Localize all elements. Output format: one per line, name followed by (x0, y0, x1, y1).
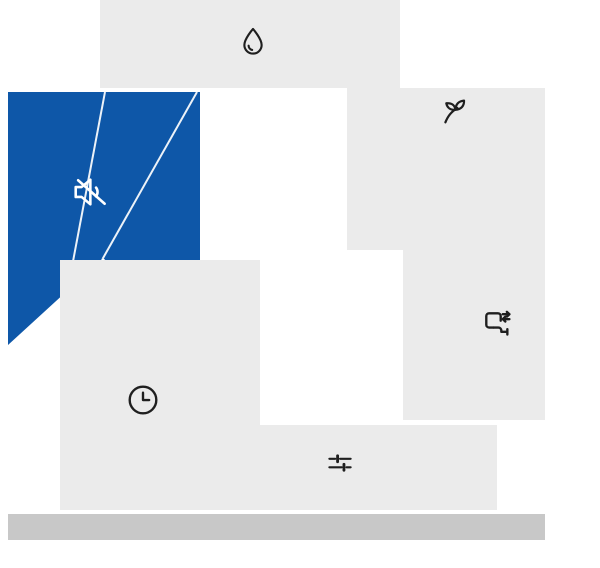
volume-muted-icon (68, 170, 112, 214)
water-drop-icon (236, 25, 270, 59)
pipe-transfer-icon (476, 303, 514, 341)
clock-icon (124, 381, 162, 419)
leaf-icon (437, 94, 473, 130)
ribbon-fold-line (101, 92, 198, 260)
tile-water[interactable] (100, 0, 400, 88)
tile-sliders[interactable] (205, 425, 497, 510)
bottom-bar (8, 514, 545, 540)
sliders-icon (323, 446, 357, 480)
tile-eco[interactable] (347, 88, 545, 250)
tile-transfer[interactable] (403, 250, 545, 420)
